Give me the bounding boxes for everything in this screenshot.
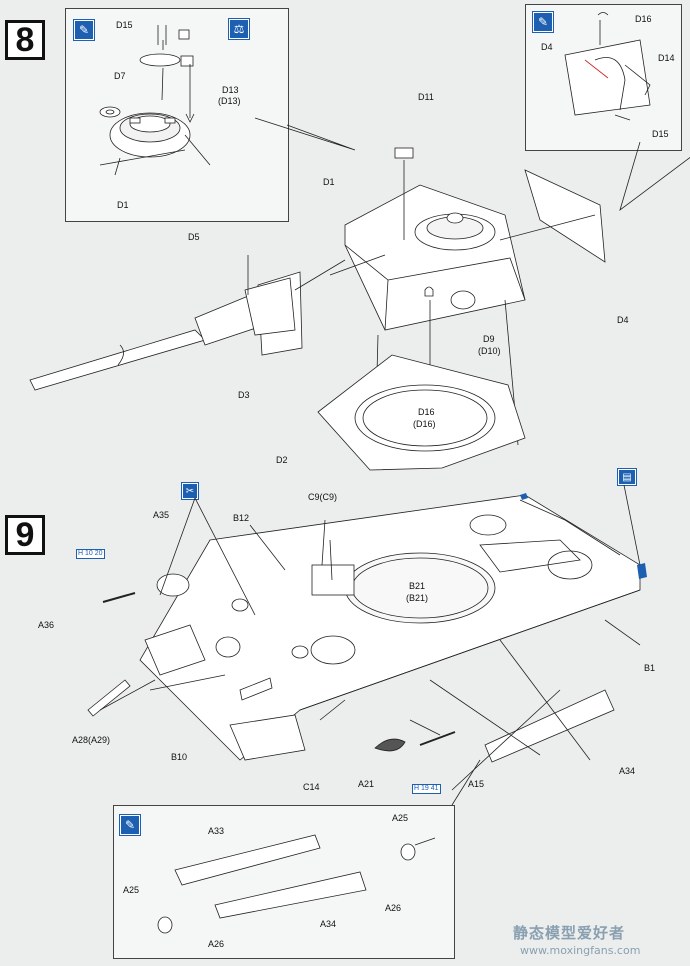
exhaust-detail-inset [113,805,455,959]
glue-icon: ✎ [73,19,95,41]
glue-icon-inset: ✎ [119,814,141,836]
label-b21-mirror: (B21) [406,593,429,603]
step-9-number: 9 [5,515,45,555]
label-a33: A33 [208,826,225,836]
label-c9: C9(C9) [308,492,338,502]
label-a15: A15 [468,779,485,789]
label-d1-inset: D1 [117,200,129,210]
watermark-title: 静态模型爱好者 [513,924,626,942]
ref-h19-41: H 19 41 [412,784,441,794]
label-d15: D15 [116,20,133,30]
watermark-url: www.moxingfans.com [520,944,641,957]
ref-h10-20: H 10 20 [76,549,105,559]
label-d1: D1 [323,177,335,187]
label-a36: A36 [38,620,55,630]
label-d16-inset: D16 [635,14,652,24]
flexible-part-icon: ⚖ [228,18,250,40]
label-c14: C14 [303,782,320,792]
label-a25-left: A25 [123,885,140,895]
label-a26-right: A26 [385,903,402,913]
label-d7: D7 [114,71,126,81]
label-d5: D5 [188,232,200,242]
label-a25-right: A25 [392,813,409,823]
label-a28-a29: A28(A29) [72,735,111,745]
label-d11: D11 [418,92,434,102]
label-d4-inset: D4 [541,42,553,52]
label-d16-mirror: (D16) [413,419,436,429]
label-d13: D13 [222,85,239,95]
cut-icon: ✂ [181,482,199,500]
label-d9: D9 [483,334,495,344]
label-b21: B21 [409,581,426,591]
label-a35: A35 [153,510,170,520]
label-d13-mirror: (D13) [218,96,241,106]
step-8-number: 8 [5,20,45,60]
label-a21: A21 [358,779,375,789]
label-b1: B1 [644,663,656,673]
label-d3: D3 [238,390,250,400]
label-a26-left: A26 [208,939,225,949]
paint-icon: ▤ [617,468,637,486]
label-d16: D16 [418,407,435,417]
label-d15-inset: D15 [652,129,669,139]
label-d4: D4 [617,315,629,325]
label-b10: B10 [171,752,188,762]
label-a34-inset: A34 [320,919,337,929]
label-d14: D14 [658,53,675,63]
label-d10: (D10) [478,346,501,356]
label-a34: A34 [619,766,636,776]
label-d2: D2 [276,455,288,465]
glue-icon-right: ✎ [532,11,554,33]
label-b12: B12 [233,513,250,523]
